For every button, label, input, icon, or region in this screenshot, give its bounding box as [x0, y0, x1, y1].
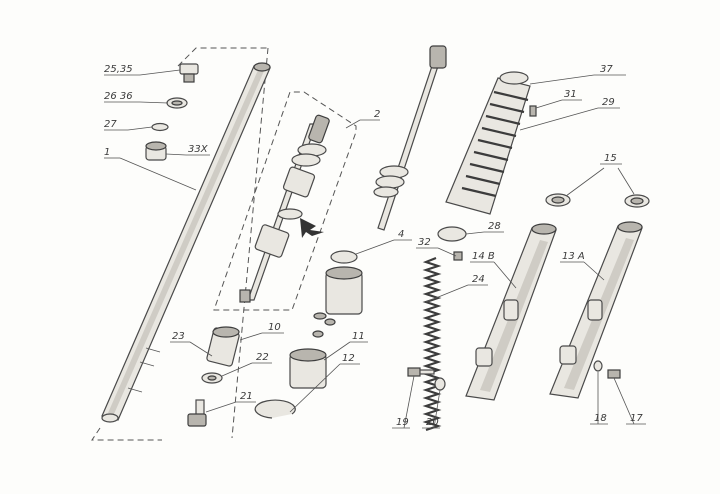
fork-tube — [101, 62, 271, 423]
label-22: 22 — [256, 352, 269, 363]
seal-ring-4 — [330, 250, 358, 264]
label-19: 19 — [396, 417, 409, 428]
gaiter-clip-37 — [499, 71, 529, 85]
fork-slider-13a — [549, 221, 643, 399]
damper-assembly-bracket — [213, 91, 357, 311]
leader-lines — [104, 69, 646, 429]
label-14b: 14 B — [472, 251, 495, 262]
label-13a: 13 A — [562, 251, 585, 262]
label-24: 24 — [472, 274, 485, 285]
label-31: 31 — [564, 89, 577, 100]
label-33x: 33X — [188, 144, 209, 155]
label-27: 27 — [104, 119, 117, 130]
bushing-10 — [206, 326, 240, 367]
direction-arrow — [300, 218, 324, 238]
label-10: 10 — [268, 322, 281, 333]
label-32: 32 — [418, 237, 431, 248]
tube-assembly-bracket — [91, 47, 269, 441]
small-parts-cluster — [312, 312, 336, 338]
bolt-21 — [187, 399, 207, 427]
label-11: 11 — [352, 331, 365, 342]
washer-18 — [593, 360, 603, 372]
washer-20 — [434, 377, 446, 391]
label-26-36: 26 36 — [104, 91, 133, 102]
screw-32 — [453, 251, 463, 261]
label-21: 21 — [240, 391, 253, 402]
bolt-17 — [607, 369, 621, 379]
label-23: 23 — [172, 331, 185, 342]
cap-nut-33x — [145, 141, 167, 161]
label-12: 12 — [342, 353, 355, 364]
label-15: 15 — [604, 153, 617, 164]
label-2: 2 — [374, 109, 380, 120]
sleeve-11 — [289, 348, 327, 389]
label-17: 17 — [630, 413, 643, 424]
label-18: 18 — [594, 413, 607, 424]
part-labels: 25,35 26 36 27 1 33X 2 23 10 22 21 11 12… — [104, 64, 643, 428]
label-4: 4 — [398, 229, 404, 240]
top-bolt — [179, 63, 199, 83]
label-20: 20 — [426, 417, 439, 428]
label-1: 1 — [104, 147, 110, 158]
rubber-gaiter — [445, 71, 531, 215]
slide-bushing — [325, 266, 363, 315]
fork-slider-14b — [465, 223, 557, 401]
circlip-12 — [254, 399, 296, 419]
label-29: 29 — [602, 97, 615, 108]
damper-rod — [373, 45, 447, 231]
label-28: 28 — [488, 221, 501, 232]
label-25-35: 25,35 — [104, 64, 133, 75]
damper-rod-assembly — [239, 114, 330, 303]
clamp-ring-28 — [437, 226, 467, 242]
label-37: 37 — [600, 64, 613, 75]
fork-spring — [422, 256, 442, 432]
screw-31 — [529, 105, 537, 117]
o-ring-27 — [151, 122, 169, 132]
